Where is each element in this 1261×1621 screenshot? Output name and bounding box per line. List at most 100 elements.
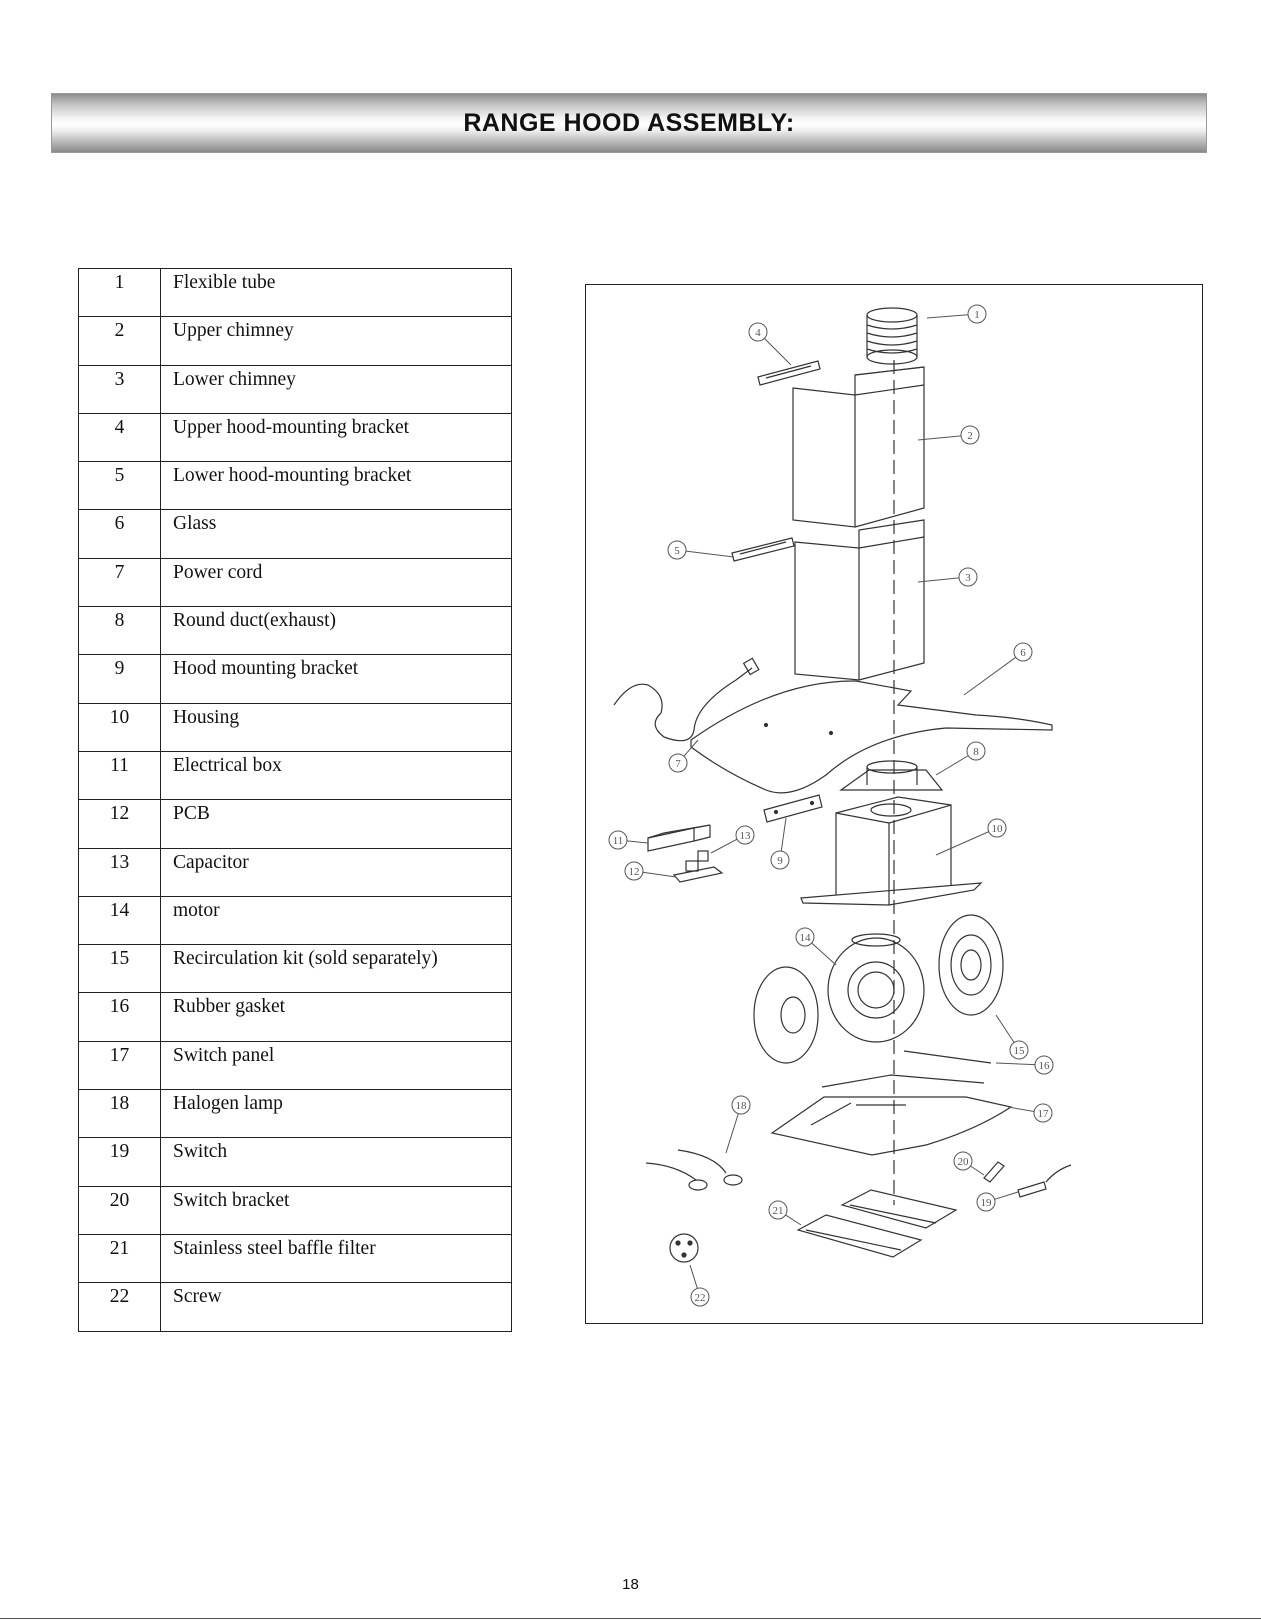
part-description: Capacitor <box>160 847 512 897</box>
part-number: 12 <box>78 799 161 849</box>
callout-bubble: 3 <box>917 567 978 587</box>
part-number: 13 <box>78 847 161 897</box>
callout-bubble: 17 <box>1007 1103 1053 1123</box>
part-description: Rubber gasket <box>160 992 512 1042</box>
round-duct-drawing <box>839 760 944 791</box>
callout-bubble: 13 <box>710 825 755 854</box>
callout-leader-line <box>917 435 962 441</box>
bottom-rule <box>0 1618 1261 1619</box>
callout-leader-line <box>970 1165 985 1176</box>
callout-bubble: 10 <box>935 818 1007 856</box>
callout-circle <box>967 304 987 324</box>
callout-bubble: 19 <box>976 1191 1019 1212</box>
callout-leader-line <box>994 1191 1019 1200</box>
callout-number: 11 <box>613 835 624 847</box>
callout-leader-line <box>689 1264 698 1289</box>
callout-leader-line <box>764 338 792 366</box>
part-description: Screw <box>160 1282 512 1332</box>
part-number: 20 <box>78 1185 161 1235</box>
callout-leader-line <box>935 831 989 856</box>
baffle-filter-drawing <box>796 1189 958 1258</box>
callout-leader-line <box>710 838 738 854</box>
part-number: 15 <box>78 944 161 994</box>
callout-circle <box>690 1287 710 1307</box>
part-description: Lower chimney <box>160 364 512 414</box>
callout-bubble: 4 <box>748 322 792 366</box>
callout-number: 10 <box>992 823 1004 835</box>
callout-circle <box>770 850 790 870</box>
callout-leader-line <box>725 1113 739 1154</box>
callout-bubble: 20 <box>953 1151 985 1176</box>
callout-number: 8 <box>973 746 979 758</box>
callout-bubble: 6 <box>963 642 1033 696</box>
callout-circle <box>1033 1103 1053 1123</box>
callout-number: 18 <box>736 1100 748 1112</box>
title-banner: RANGE HOOD ASSEMBLY: <box>51 93 1207 153</box>
part-number: 4 <box>78 412 161 463</box>
upper-chimney-drawing <box>792 366 925 528</box>
part-number: 3 <box>78 364 161 414</box>
callout-number: 5 <box>674 545 680 557</box>
callout-number: 6 <box>1020 647 1026 659</box>
callout-bubble: 9 <box>770 817 790 870</box>
callout-number: 2 <box>967 430 973 442</box>
callout-circle <box>667 540 687 560</box>
screw-drawing <box>669 1233 699 1263</box>
callout-bubble: 15 <box>995 1014 1029 1060</box>
callout-circle <box>795 927 815 947</box>
page-title: RANGE HOOD ASSEMBLY: <box>463 108 795 137</box>
callout-number: 22 <box>695 1292 706 1304</box>
callout-bubble: 22 <box>689 1264 710 1307</box>
part-description: Hood mounting bracket <box>160 654 512 704</box>
callout-circle <box>958 567 978 587</box>
part-description: Upper hood-mounting bracket <box>160 412 512 463</box>
callout-leader-line <box>917 577 960 583</box>
part-number: 9 <box>78 654 161 704</box>
callout-bubble: 5 <box>667 540 735 560</box>
callout-leader-line <box>926 314 969 319</box>
hood-bracket-drawing <box>763 794 823 823</box>
part-description: Stainless steel baffle filter <box>160 1233 512 1284</box>
part-number: 22 <box>78 1282 161 1332</box>
callout-bubble: 11 <box>608 830 649 850</box>
part-number: 10 <box>78 702 161 752</box>
motor-drawing <box>827 933 925 1043</box>
callout-bubble: 12 <box>624 861 677 881</box>
flexible-tube-drawing <box>866 307 918 365</box>
callout-circle <box>668 753 688 773</box>
part-description: Switch panel <box>160 1040 512 1091</box>
part-description: Flexible tube <box>160 267 512 318</box>
switch-drawing <box>983 1161 1072 1198</box>
part-number: 11 <box>78 750 161 801</box>
callout-circle <box>768 1200 788 1220</box>
callout-number: 16 <box>1039 1060 1051 1072</box>
part-number: 8 <box>78 606 161 656</box>
lower-bracket-drawing <box>731 537 795 562</box>
callout-leader-line <box>785 1214 802 1226</box>
callout-number: 14 <box>800 932 812 944</box>
callout-leader-line <box>642 871 677 878</box>
part-description: Switch <box>160 1137 512 1187</box>
callout-leader-line <box>995 1062 1036 1066</box>
page-number: 18 <box>622 1576 639 1593</box>
callout-bubble: 18 <box>725 1095 751 1154</box>
